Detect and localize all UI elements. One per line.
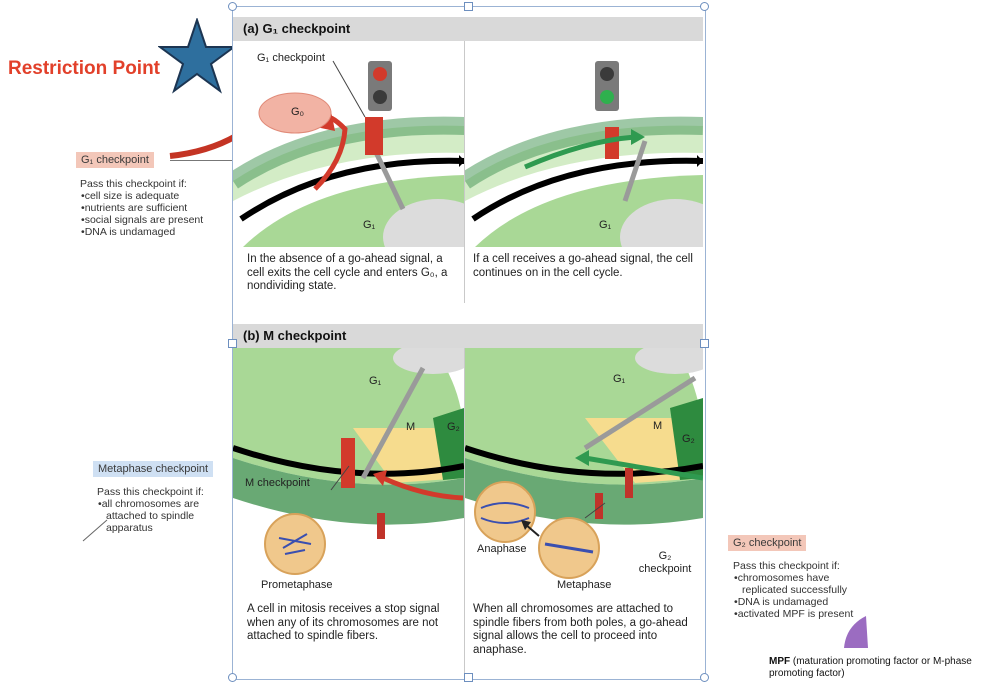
metaphase-note-tag: Metaphase checkpoint <box>93 461 214 477</box>
resize-handle-right[interactable] <box>700 339 709 348</box>
g2-note-text: Pass this checkpoint if: chromosomes hav… <box>733 560 868 620</box>
mpf-footnote: MPF (maturation promoting factor or M-ph… <box>769 656 979 680</box>
purple-mpf-shape <box>844 616 868 648</box>
figure: (a) G₁ checkpoint G₁ checkpoint G₀ G₁ In… <box>232 6 706 680</box>
panel-a-right-illustration <box>465 41 703 247</box>
panel-b-right-caption: When all chromosomes are attached to spi… <box>473 603 688 656</box>
panel-b-left-caption: A cell in mitosis receives a stop signal… <box>247 603 440 642</box>
star-icon <box>158 18 236 94</box>
panel-a-header: (a) G₁ checkpoint <box>233 17 703 41</box>
g2-note-item: chromosomes have replicated successfully <box>738 572 868 596</box>
panel-b-left-checkpoint-label: M checkpoint <box>245 477 310 489</box>
panel-a-left-caption: In the absence of a go-ahead signal, a c… <box>247 253 448 292</box>
resize-handle-left[interactable] <box>228 339 237 348</box>
selection-frame[interactable] <box>232 6 706 680</box>
panel-a-left-g0-label: G₀ <box>291 106 305 118</box>
metaphase-note-text: Pass this checkpoint if: all chromosomes… <box>97 486 227 534</box>
resize-handle-top[interactable] <box>464 2 473 11</box>
metaphase-note-leader <box>82 519 108 542</box>
panel-a-left-g1-label: G₁ <box>363 219 376 231</box>
panel-a-left-checkpoint-label: G₁ checkpoint <box>257 52 325 64</box>
red-pointer-arrow <box>169 133 238 159</box>
metaphase-note-item: all chromosomes are attached to spindle … <box>102 498 227 534</box>
resize-handle-bottom-left[interactable] <box>228 673 237 682</box>
resize-handle-top-right[interactable] <box>700 2 709 11</box>
panel-a-right-g1-label: G₁ <box>599 219 612 231</box>
panel-b-right-metaphase-label: Metaphase <box>557 579 612 591</box>
g1-note-tag: G₁ checkpoint <box>76 152 154 168</box>
mpf-footnote-rest: (maturation promoting factor or M-phase … <box>769 656 972 679</box>
g2-note-intro: Pass this checkpoint if: <box>733 560 840 572</box>
panel-b-right-illustration <box>465 348 703 596</box>
g2-note-item: DNA is undamaged <box>738 596 868 608</box>
panel-b-right-g2-label: G₂ <box>682 433 695 445</box>
panel-b-left-illustration <box>233 348 464 596</box>
panel-b-divider <box>464 348 465 678</box>
panel-a-right-caption: If a cell receives a go-ahead signal, th… <box>473 253 693 279</box>
resize-handle-top-left[interactable] <box>228 2 237 11</box>
g1-note-leader <box>170 160 232 161</box>
panel-b-left-g2-label: G₂ <box>447 421 460 433</box>
g2-note-item: activated MPF is present <box>738 608 868 620</box>
g1-note-text: Pass this checkpoint if: cell size is ad… <box>80 178 240 238</box>
panel-b-left-g1-label: G₁ <box>369 375 382 387</box>
panel-b-right-g1-label: G₁ <box>613 373 626 385</box>
panel-b-left-m-label: M <box>406 421 416 433</box>
g2-note-tag: G₂ checkpoint <box>728 535 807 551</box>
slide-title: Restriction Point <box>8 58 161 79</box>
g1-note-item: cell size is adequate <box>85 190 240 202</box>
g1-note-item: social signals are present <box>85 214 240 226</box>
mpf-footnote-bold: MPF <box>769 656 791 667</box>
resize-handle-bottom-right[interactable] <box>700 673 709 682</box>
resize-handle-bottom[interactable] <box>464 673 473 682</box>
g1-note-item: nutrients are sufficient <box>85 202 240 214</box>
panel-b-right-anaphase-label: Anaphase <box>477 543 527 555</box>
panel-a-left-illustration <box>233 41 465 247</box>
g1-note-intro: Pass this checkpoint if: <box>80 178 187 190</box>
panel-b-left-stage-label: Prometaphase <box>261 579 333 591</box>
panel-b-header: (b) M checkpoint <box>233 324 703 348</box>
panel-b-right-g2-checkpoint-label: G₂ checkpoint <box>638 550 692 575</box>
panel-b-right-m-label: M <box>653 420 663 432</box>
metaphase-note-intro: Pass this checkpoint if: <box>97 486 204 498</box>
g1-note-item: DNA is undamaged <box>85 226 240 238</box>
